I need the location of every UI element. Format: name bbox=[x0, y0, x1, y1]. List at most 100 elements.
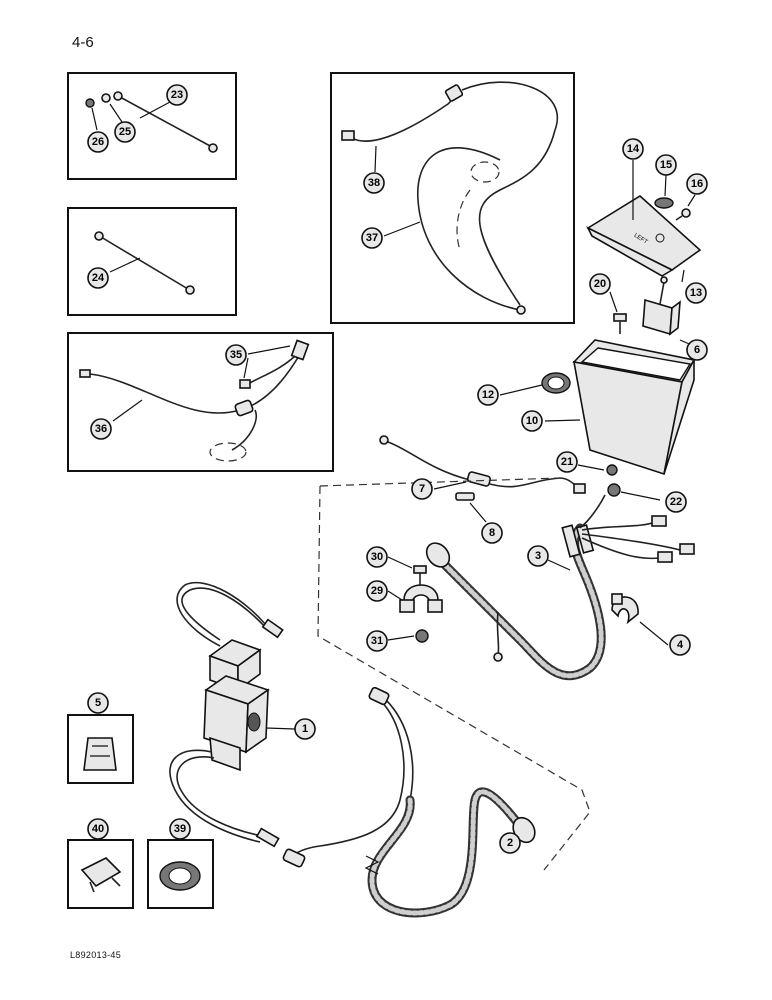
callout-40: 40 bbox=[87, 818, 109, 840]
svg-text:26: 26 bbox=[92, 136, 104, 148]
callout-29: 29 bbox=[366, 580, 388, 602]
fuse-8 bbox=[455, 492, 475, 501]
wire-36 bbox=[79, 353, 301, 462]
svg-text:22: 22 bbox=[670, 496, 682, 508]
inset-box-part-39 bbox=[147, 839, 214, 909]
clamp-4 bbox=[611, 593, 639, 625]
sensor-1 bbox=[169, 581, 284, 848]
callout-35: 35 bbox=[225, 344, 247, 366]
svg-text:7: 7 bbox=[419, 483, 425, 495]
page-number: 4-6 bbox=[72, 34, 94, 51]
screw-16 bbox=[675, 208, 691, 221]
callout-6: 6 bbox=[686, 339, 708, 361]
nut-26 bbox=[85, 98, 95, 108]
svg-text:37: 37 bbox=[366, 232, 378, 244]
assembly-boundary bbox=[317, 485, 591, 871]
svg-text:2: 2 bbox=[507, 837, 513, 849]
svg-text:6: 6 bbox=[694, 344, 700, 356]
clip-29 bbox=[399, 584, 443, 613]
svg-text:12: 12 bbox=[482, 389, 494, 401]
fuse-holder-wire-7 bbox=[379, 435, 586, 494]
svg-text:23: 23 bbox=[171, 89, 183, 101]
callout-26: 26 bbox=[87, 131, 109, 153]
callout-4: 4 bbox=[669, 634, 691, 656]
nut-21 bbox=[606, 464, 618, 476]
screw-20 bbox=[613, 313, 627, 334]
main-harness-3 bbox=[425, 494, 695, 681]
svg-text:15: 15 bbox=[660, 159, 672, 171]
svg-text:29: 29 bbox=[371, 585, 383, 597]
callout-15: 15 bbox=[655, 154, 677, 176]
callout-36: 36 bbox=[90, 418, 112, 440]
resistor-40 bbox=[80, 857, 122, 888]
cover-plate-14: LEFT bbox=[586, 195, 702, 277]
callout-8: 8 bbox=[481, 522, 503, 544]
inset-box-part-5 bbox=[67, 714, 134, 784]
washer-25 bbox=[101, 93, 111, 103]
connector-35 bbox=[239, 339, 310, 389]
svg-text:4: 4 bbox=[677, 639, 684, 651]
inset-box-harness-37 bbox=[330, 72, 575, 324]
nut-31 bbox=[415, 629, 429, 643]
svg-text:5: 5 bbox=[95, 697, 101, 709]
callout-14: 14 bbox=[622, 138, 644, 160]
callout-7: 7 bbox=[411, 478, 433, 500]
inset-box-ground-strap-23 bbox=[67, 72, 237, 180]
inset-box-part-40 bbox=[67, 839, 134, 909]
clip-5 bbox=[83, 737, 117, 771]
inset-box-wire-36 bbox=[67, 332, 334, 472]
callout-3: 3 bbox=[527, 545, 549, 567]
svg-text:39: 39 bbox=[174, 823, 186, 835]
svg-text:24: 24 bbox=[92, 272, 105, 284]
wire-38 bbox=[341, 81, 558, 142]
svg-text:8: 8 bbox=[489, 527, 495, 539]
callout-30: 30 bbox=[366, 546, 388, 568]
callout-20: 20 bbox=[589, 273, 611, 295]
svg-text:35: 35 bbox=[230, 349, 242, 361]
ground-strap-24 bbox=[94, 231, 195, 295]
svg-text:21: 21 bbox=[561, 456, 573, 468]
svg-text:30: 30 bbox=[371, 551, 383, 563]
callout-12: 12 bbox=[477, 384, 499, 406]
callout-16: 16 bbox=[686, 173, 708, 195]
bolt-30 bbox=[413, 565, 427, 586]
callout-37: 37 bbox=[361, 227, 383, 249]
svg-text:1: 1 bbox=[302, 723, 308, 735]
svg-text:25: 25 bbox=[119, 126, 131, 138]
svg-text:10: 10 bbox=[526, 415, 538, 427]
callout-38: 38 bbox=[363, 172, 385, 194]
callout-39: 39 bbox=[169, 818, 191, 840]
figure-code: L892013-45 bbox=[70, 950, 122, 960]
svg-text:14: 14 bbox=[627, 143, 640, 155]
toggle-switch-6 bbox=[642, 276, 681, 336]
callout-21: 21 bbox=[556, 451, 578, 473]
callout-1: 1 bbox=[294, 718, 316, 740]
callout-24: 24 bbox=[87, 267, 109, 289]
callout-22: 22 bbox=[665, 491, 687, 513]
harness-2 bbox=[282, 686, 536, 918]
callout-2: 2 bbox=[499, 832, 521, 854]
svg-text:36: 36 bbox=[95, 423, 107, 435]
ring-nut-39 bbox=[159, 861, 201, 891]
inset-box-ground-strap-24 bbox=[67, 207, 237, 316]
nut-22 bbox=[607, 483, 621, 497]
svg-text:40: 40 bbox=[92, 823, 104, 835]
svg-text:16: 16 bbox=[691, 178, 703, 190]
nut-15 bbox=[654, 197, 674, 209]
svg-text:38: 38 bbox=[368, 177, 380, 189]
svg-text:13: 13 bbox=[690, 287, 702, 299]
callout-10: 10 bbox=[521, 410, 543, 432]
callout-13: 13 bbox=[685, 282, 707, 304]
svg-text:3: 3 bbox=[535, 550, 541, 562]
harness-37 bbox=[417, 129, 556, 315]
callout-25: 25 bbox=[114, 121, 136, 143]
callout-23: 23 bbox=[166, 84, 188, 106]
svg-text:20: 20 bbox=[594, 278, 606, 290]
callout-5: 5 bbox=[87, 692, 109, 714]
callout-31: 31 bbox=[366, 630, 388, 652]
ground-strap-23 bbox=[113, 91, 218, 153]
svg-text:31: 31 bbox=[371, 635, 383, 647]
grommet-12 bbox=[541, 372, 571, 394]
callouts: 1 2 3 4 5 6 7 8 10 12 13 14 15 16 20 21 … bbox=[87, 84, 708, 854]
